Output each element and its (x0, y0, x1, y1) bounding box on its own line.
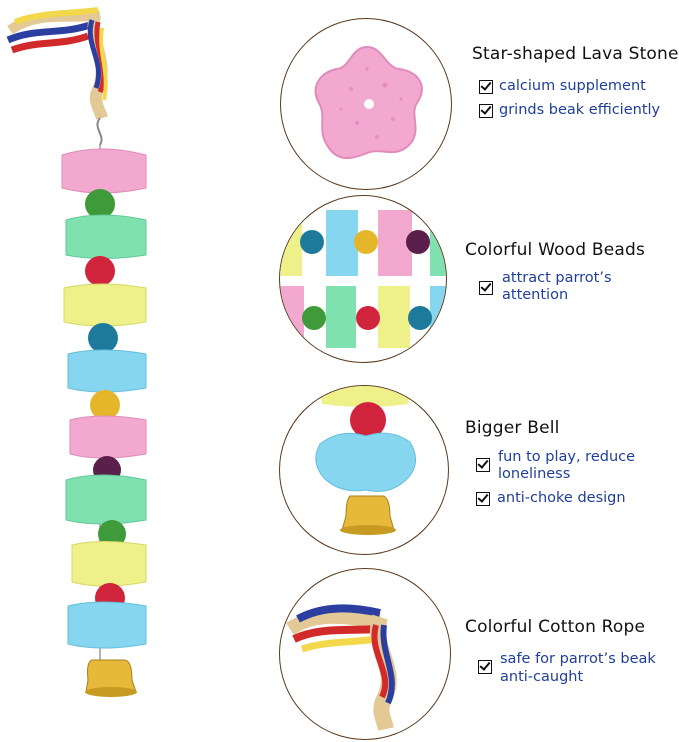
section-title: Star-shaped Lava Stones (472, 44, 679, 64)
section-title: Colorful Wood Beads (465, 240, 646, 260)
lava-stone (65, 474, 147, 525)
lava-stone (67, 601, 147, 649)
check-box-icon (479, 104, 493, 118)
check-box-icon (478, 660, 492, 674)
feature-text: grinds beak efficiently (499, 102, 661, 118)
wood-beads-closeup (279, 195, 447, 363)
check-box-icon (476, 492, 490, 506)
bell-closeup (279, 385, 449, 555)
feature-text: anti-caught (500, 669, 584, 685)
lava-stone (63, 283, 147, 327)
wood-bead (90, 390, 120, 420)
lava-stone-closeup (280, 18, 452, 190)
lava-stone (65, 214, 147, 259)
feature-text: calcium supplement (499, 78, 646, 94)
bell-icon (85, 659, 137, 697)
lava-stone (67, 349, 147, 393)
lava-stone (71, 541, 147, 587)
check-box-icon (479, 80, 493, 94)
wood-bead (98, 520, 126, 548)
cotton-rope-closeup (279, 568, 451, 740)
cotton-rope (6, 7, 108, 120)
feature-text: fun to play, reduce loneliness (498, 449, 636, 482)
feature-text: attract parrot’s attention (502, 270, 612, 303)
feature-text: anti-choke design (497, 490, 626, 506)
lava-stone (61, 148, 147, 194)
wood-bead (85, 189, 115, 219)
wood-bead (88, 323, 118, 353)
bird-toy-product-image (6, 7, 147, 697)
section-title: Colorful Cotton Rope (465, 617, 646, 637)
check-box-icon (476, 458, 490, 472)
check-box-icon (479, 281, 493, 295)
lava-stone (69, 415, 147, 459)
section-title: Bigger Bell (465, 418, 560, 438)
feature-text: safe for parrot’s beak (500, 651, 656, 667)
wood-bead (85, 256, 115, 286)
